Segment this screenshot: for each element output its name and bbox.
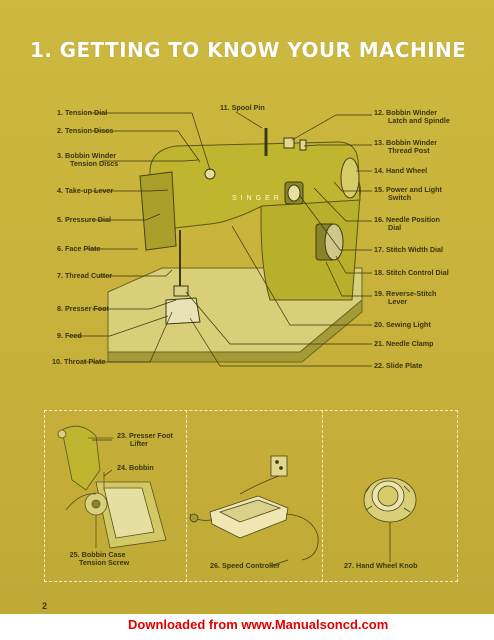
footer-link[interactable]: Downloaded from www.Manualsoncd.com	[128, 617, 389, 632]
label-hand-wheel: 14. Hand Wheel	[374, 166, 428, 175]
label-face-plate: 6. Face Plate	[57, 244, 101, 253]
label-presser-foot: 8. Presser Foot	[57, 304, 109, 313]
page-title: 1. GETTING TO KNOW YOUR MACHINE	[30, 38, 467, 62]
detail-inset-box	[44, 410, 458, 582]
label-slide-plate: 22. Slide Plate	[374, 361, 423, 370]
label-pressure-dial: 5. Pressure Dial	[57, 215, 111, 224]
label-tension-dial: 1. Tension Dial	[57, 108, 108, 117]
label-sewing-light: 20. Sewing Light	[374, 320, 431, 329]
label-hand-wheel-knob: 27. Hand Wheel Knob	[344, 561, 418, 570]
label-thread-cutter: 7. Thread Cutter	[57, 271, 113, 280]
face-plate	[139, 171, 177, 251]
stitch-width-dial	[287, 184, 301, 202]
label-needle-clamp: 21. Needle Clamp	[374, 339, 434, 348]
label-stitch-width-dial: 17. Stitch Width Dial	[374, 245, 444, 254]
machine-brand: SINGER	[232, 195, 283, 202]
label-take-up-lever: 4. Take-up Lever	[57, 186, 114, 195]
label-throat-plate: 10. Throat Plate	[52, 357, 106, 366]
label-spool-pin: 11. Spool Pin	[220, 103, 265, 112]
download-footer: Downloaded from www.Manualsoncd.com	[0, 614, 494, 640]
label-speed-controller: 26. Speed Controller	[210, 561, 280, 570]
inset-divider-2	[322, 410, 323, 582]
label-tension-discs: 2. Tension Discs	[57, 126, 114, 135]
label-feed: 9. Feed	[57, 331, 82, 340]
page-number: 2	[42, 601, 48, 611]
hand-wheel	[340, 157, 360, 199]
label-stitch-control-dial: 18. Stitch Control Dial	[374, 268, 449, 277]
label-bobbin: 24. Bobbin	[117, 463, 154, 472]
inset-divider-1	[186, 410, 187, 582]
